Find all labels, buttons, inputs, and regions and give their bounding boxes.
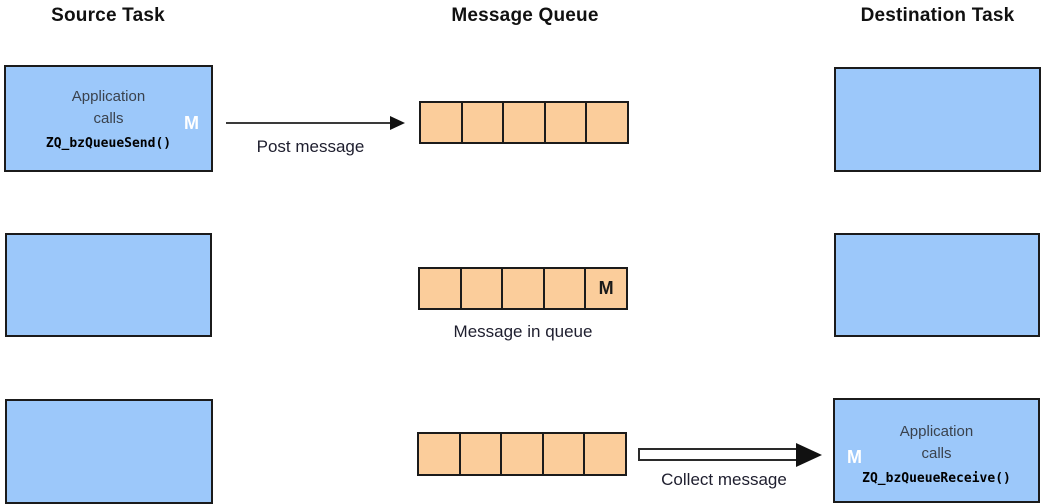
destination-task-box-content: Application calls ZQ_bzQueueReceive() M [835,400,1038,501]
queue-cell [462,103,505,142]
app-calls-line1: Application [71,88,146,105]
source-task-box-row3 [5,399,213,504]
source-task-box-content: Application calls ZQ_bzQueueSend() M [6,67,211,170]
queue-cell [503,269,545,308]
queue-cell [544,269,587,308]
queue-cell [504,103,546,142]
message-queue-row1 [419,101,629,144]
post-message-arrow-head-icon [390,116,405,130]
queue-receive-api-code: ZQ_bzQueueReceive() [862,471,1011,486]
destination-task-box-row1 [834,67,1041,172]
collect-message-arrow-shaft [638,448,798,461]
column-header-source-task: Source Task [51,5,165,26]
column-header-message-queue: Message Queue [451,5,599,26]
queue-cell [545,103,588,142]
message-marker-destination: M [847,447,862,467]
queue-cell [461,269,504,308]
queue-cell [502,434,544,474]
destination-task-box-row2 [834,233,1040,337]
queue-cell [460,434,503,474]
source-task-box-row2 [5,233,212,337]
app-calls-line1: Application [899,423,974,440]
queue-cell [421,103,463,142]
collect-message-label: Collect message [661,470,787,489]
destination-task-box-row3: Application calls ZQ_bzQueueReceive() M [833,398,1040,503]
column-header-destination-task: Destination Task [860,5,1015,26]
queue-cell [419,434,461,474]
message-queue-row3 [417,432,627,476]
queue-cell-with-message: M [586,269,626,308]
queue-cell [585,434,625,474]
queue-send-api-code: ZQ_bzQueueSend() [45,136,172,151]
post-message-arrow-line [226,122,392,124]
message-marker-source: M [184,113,199,133]
message-in-queue-label: Message in queue [453,322,593,341]
collect-message-arrow-head-icon [796,443,822,467]
queue-cell [543,434,586,474]
message-marker-in-queue: M [598,278,614,298]
message-queue-row2: M [418,267,628,310]
app-calls-line2: calls [93,110,124,127]
post-message-label: Post message [256,137,365,156]
queue-cell [420,269,462,308]
queue-cell [587,103,627,142]
app-calls-line2: calls [921,445,952,462]
source-task-box-row1: Application calls ZQ_bzQueueSend() M [4,65,213,172]
